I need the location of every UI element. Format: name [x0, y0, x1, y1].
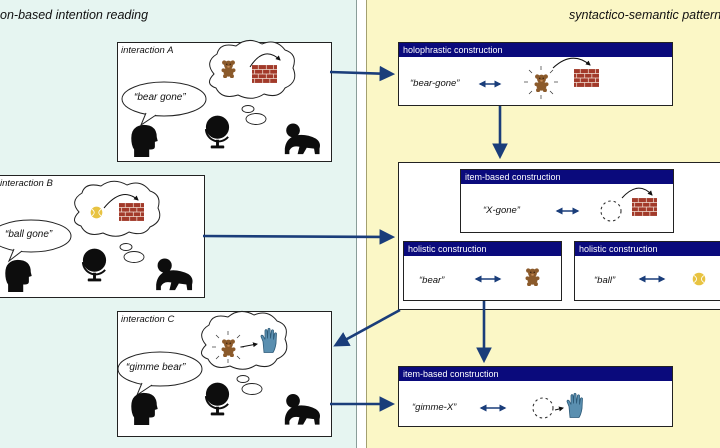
baby-silhouette-icon: [156, 258, 193, 291]
holistic-construction-bear-title: holistic construction: [404, 242, 561, 256]
interaction-c-label: interaction C: [121, 314, 175, 325]
holistic-construction-ball-box: holistic construction “ball”: [574, 241, 720, 301]
item-based-construction-gone-form: “X-gone”: [483, 205, 520, 216]
hand-icon: [566, 392, 583, 418]
interaction-b-label: interaction B: [0, 178, 53, 189]
thought-cloud-icon: [201, 311, 288, 395]
flow-arrows: [202, 65, 508, 412]
holophrastic-construction-form: “bear-gone”: [410, 78, 460, 89]
item-based-construction-gimme-form: “gimme-X”: [412, 402, 457, 413]
motion-arrow-icon: [552, 57, 591, 69]
utterance-c: “gimme bear”: [126, 362, 186, 373]
interaction-a-label: interaction A: [121, 45, 174, 56]
baby-silhouette-icon: [284, 394, 320, 425]
globe-icon: [204, 114, 231, 150]
speech-bubble-icon: [117, 351, 203, 397]
arrow-grouped-to-c: [333, 308, 401, 347]
item-based-construction-gone-title: item-based construction: [461, 170, 673, 184]
intention-reading-title: on-based intention reading: [0, 8, 149, 22]
motion-arrow-icon: [621, 187, 653, 199]
attention-rays-icon: [524, 66, 558, 99]
bear-icon: [525, 268, 540, 286]
motion-arrow-icon: [103, 194, 139, 209]
ball-icon: [692, 272, 706, 286]
holistic-construction-ball-title: holistic construction: [575, 242, 720, 256]
bear-icon: [221, 60, 236, 78]
globe-icon: [81, 247, 108, 283]
arrow-b-to-grouped: [202, 229, 396, 245]
speech-bubble-icon: [121, 81, 207, 127]
motion-arrow-icon: [240, 342, 258, 348]
pattern-formation-title: syntactico-semantic pattern f: [569, 8, 720, 22]
brick-wall-icon: [252, 65, 277, 83]
empty-slot-icon: [600, 200, 622, 222]
motion-arrow-icon: [249, 53, 281, 68]
holophrastic-construction-box: holophrastic construction “bear-gone”: [398, 42, 673, 106]
arrow-a-to-holophrastic: [329, 65, 396, 82]
brick-wall-icon: [632, 198, 657, 216]
bear-icon: [221, 339, 236, 357]
utterance-a: “bear gone”: [134, 92, 186, 103]
thought-cloud-icon: [74, 180, 161, 263]
holophrastic-construction-title: holophrastic construction: [399, 43, 672, 57]
head-silhouette-icon: [5, 259, 32, 292]
head-silhouette-icon: [131, 124, 158, 157]
baby-silhouette-icon: [284, 123, 320, 155]
brick-wall-icon: [119, 203, 144, 221]
speech-bubble-icon: [0, 219, 72, 263]
holistic-construction-ball-form: “ball”: [594, 275, 616, 286]
holistic-construction-bear-form: “bear”: [419, 275, 445, 286]
ball-icon: [90, 206, 103, 219]
empty-slot-icon: [532, 397, 554, 419]
motion-arrow-icon: [554, 406, 564, 412]
bear-icon: [534, 74, 549, 92]
item-based-construction-gimme-box: item-based construction “gimme-X”: [398, 366, 673, 427]
globe-icon: [204, 381, 231, 417]
brick-wall-icon: [574, 69, 599, 87]
utterance-b: “ball gone”: [5, 229, 53, 240]
item-based-construction-gimme-title: item-based construction: [399, 367, 672, 381]
head-silhouette-icon: [131, 392, 158, 425]
